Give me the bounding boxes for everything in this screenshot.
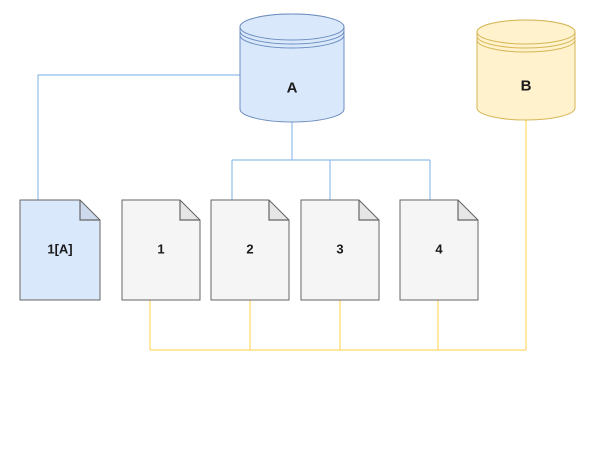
snapshot-4-label: 4 bbox=[435, 241, 443, 257]
connector-b-to-snapshots bbox=[149, 120, 527, 351]
snapshot-1a-shape bbox=[19, 199, 101, 301]
volume-a-disk-line-2 bbox=[239, 34, 345, 49]
volume-a-label: A bbox=[286, 79, 298, 97]
snapshot-3-fold-line bbox=[358, 200, 379, 221]
volume-a-disk-line-1 bbox=[239, 30, 345, 45]
snapshot-1-outline bbox=[121, 199, 201, 301]
snapshot-3-fold-shade bbox=[359, 200, 379, 220]
snapshot-1a-label: 1[A] bbox=[47, 241, 73, 257]
volume-b-label: B bbox=[520, 77, 532, 95]
snapshot-1-label: 1 bbox=[157, 241, 165, 257]
snapshot-1-fold-shade bbox=[180, 200, 200, 220]
volume-b-cylinder bbox=[476, 19, 576, 121]
snapshot-2-shape bbox=[210, 199, 290, 301]
snapshot-1-shape bbox=[121, 199, 201, 301]
snapshot-3-label: 3 bbox=[336, 241, 344, 257]
volume-b-disk-line-2 bbox=[476, 39, 576, 53]
snapshot-2-label: 2 bbox=[246, 241, 254, 257]
snapshot-4-fold-shade bbox=[458, 200, 478, 220]
connector-a-to-snapshot-1a-line bbox=[37, 74, 240, 200]
volume-b-disk-line-1 bbox=[476, 35, 576, 49]
snapshot-1a-outline bbox=[19, 199, 101, 301]
snapshot-4-outline bbox=[399, 199, 479, 301]
connector-a-to-snapshot-1a bbox=[37, 74, 240, 200]
volume-a-top-ellipse bbox=[239, 13, 345, 41]
snapshot-3-outline bbox=[300, 199, 380, 301]
snapshot-2-outline bbox=[210, 199, 290, 301]
snapshot-4-fold-line bbox=[457, 200, 478, 221]
snapshot-2-fold-shade bbox=[269, 200, 289, 220]
snapshot-2-fold-line bbox=[268, 200, 289, 221]
connector-a-to-snapshots bbox=[231, 122, 431, 200]
snapshot-1a-fold-line bbox=[79, 200, 100, 221]
volume-a-cylinder bbox=[239, 13, 345, 123]
snapshot-4-shape bbox=[399, 199, 479, 301]
volume-b-top-ellipse bbox=[476, 19, 576, 45]
snapshot-1-fold-line bbox=[179, 200, 200, 221]
snapshot-3-shape bbox=[300, 199, 380, 301]
snapshot-1a-fold-shade bbox=[80, 200, 100, 220]
